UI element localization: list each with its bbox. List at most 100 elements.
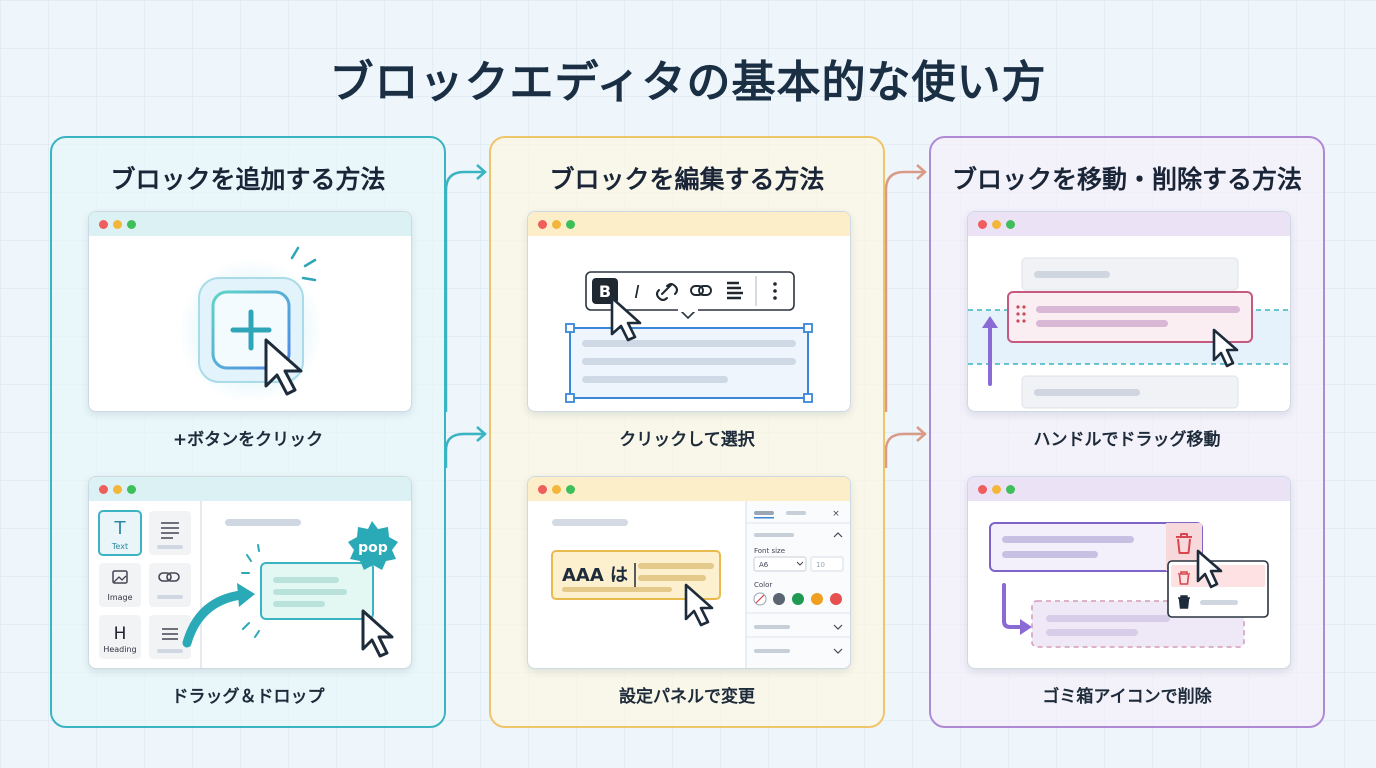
heading-tile-label: Heading	[103, 645, 136, 654]
panel-title-edit: ブロックを編集する方法	[549, 165, 825, 194]
select-block-window: B I	[527, 211, 851, 412]
connector-arrow-2	[444, 426, 487, 468]
caption-settings-panel: 設定パネルで変更	[619, 687, 755, 707]
link-icon[interactable]	[656, 283, 678, 301]
panel-move-delete-block: ブロックを移動・削除する方法	[929, 136, 1325, 728]
chevron-up-icon	[833, 532, 843, 538]
caption-trash-delete: ゴミ箱アイコンで削除	[1042, 687, 1212, 707]
drag-drop-window: T Text Image	[88, 476, 412, 669]
caption-drag-drop: ドラッグ＆ドロップ	[171, 687, 325, 707]
link-icon	[158, 572, 180, 582]
svg-text:I: I	[634, 282, 639, 303]
chevron-down-icon	[796, 561, 804, 566]
image-icon	[112, 570, 128, 584]
close-dot-icon	[99, 485, 108, 494]
delete-menu	[1167, 560, 1269, 618]
svg-text:10: 10	[816, 561, 825, 569]
tab-block[interactable]	[754, 511, 774, 515]
maximize-dot-icon	[127, 220, 136, 229]
window-titlebar	[89, 212, 411, 236]
minimize-dot-icon	[992, 485, 1001, 494]
block-tile-heading[interactable]: H Heading	[99, 615, 141, 659]
chevron-down-icon	[833, 624, 843, 630]
trash-icon[interactable]	[1176, 533, 1192, 554]
window-titlebar	[968, 212, 1290, 236]
move-illustration	[968, 257, 1290, 409]
svg-text:A6: A6	[759, 561, 769, 569]
svg-text:AAA は: AAA は	[562, 565, 628, 586]
maximize-dot-icon	[1006, 485, 1015, 494]
unlink-chain-icon[interactable]	[690, 285, 712, 296]
block-to-delete[interactable]	[989, 522, 1203, 572]
delete-illustration	[989, 522, 1269, 648]
select-illustration: B I	[565, 271, 813, 403]
minimize-dot-icon	[113, 485, 122, 494]
cursor-icon	[684, 583, 714, 627]
image-tile-label: Image	[107, 593, 132, 602]
block-tile-list[interactable]	[149, 615, 191, 659]
cursor-icon	[1196, 549, 1223, 589]
block-tile-paragraph[interactable]	[149, 511, 191, 555]
text-tile-label: Text	[111, 542, 128, 551]
color-swatch[interactable]	[773, 593, 785, 605]
connector-arrow-1	[444, 164, 487, 412]
block-tile-text[interactable]: T Text	[98, 510, 142, 556]
add-illustration	[179, 246, 323, 403]
panel-add-block: ブロックを追加する方法	[50, 136, 446, 728]
font-size-stepper[interactable]: 10	[810, 556, 844, 572]
minimize-dot-icon	[113, 220, 122, 229]
cursor-icon	[361, 609, 394, 658]
drag-drop-illustration: T Text Image	[98, 501, 398, 668]
heading-tile-icon: H	[114, 624, 127, 644]
editing-text-block[interactable]: AAA は	[551, 550, 721, 600]
minimize-dot-icon	[552, 220, 561, 229]
window-titlebar	[89, 477, 411, 501]
panel-edit-block: ブロックを編集する方法	[489, 136, 885, 728]
pop-badge: pop	[348, 521, 398, 570]
page-title: ブロックエディタの基本的な使い方	[329, 57, 1047, 108]
settings-illustration: AAA は × Font	[551, 501, 850, 668]
block-tile-link[interactable]	[149, 563, 191, 607]
font-size-label: Font size	[754, 547, 785, 555]
panel-title-move: ブロックを移動・削除する方法	[951, 165, 1302, 194]
close-dot-icon	[538, 485, 547, 494]
cursor-icon	[1212, 328, 1239, 368]
connector-arrow-4	[884, 426, 927, 468]
block-tile-image[interactable]: Image	[99, 563, 141, 607]
color-swatch[interactable]	[811, 593, 823, 605]
panel-title-add: ブロックを追加する方法	[110, 165, 386, 194]
color-label: Color	[754, 581, 772, 589]
maximize-dot-icon	[566, 220, 575, 229]
caption-click-plus: +ボタンをクリック	[172, 430, 324, 450]
block-toolbar: B I	[585, 271, 795, 320]
connector-arrow-3	[884, 164, 927, 412]
minimize-dot-icon	[992, 220, 1001, 229]
tab-document[interactable]	[786, 511, 806, 515]
cursor-icon	[264, 338, 303, 396]
more-options-icon[interactable]	[773, 282, 777, 300]
drag-arrow-icon	[182, 590, 246, 648]
dragged-block[interactable]	[1007, 291, 1253, 343]
maximize-dot-icon	[127, 485, 136, 494]
close-dot-icon	[99, 220, 108, 229]
no-color-slash	[755, 594, 765, 604]
drag-handle-window	[967, 211, 1291, 412]
svg-text:B: B	[599, 282, 611, 301]
close-dot-icon	[978, 220, 987, 229]
color-swatch[interactable]	[792, 593, 804, 605]
color-swatches	[753, 592, 842, 606]
color-swatch[interactable]	[830, 593, 842, 605]
font-size-select[interactable]: A6	[753, 556, 807, 572]
drag-handle-icon[interactable]	[1016, 305, 1026, 323]
close-dot-icon	[538, 220, 547, 229]
align-icon[interactable]	[727, 281, 743, 300]
caption-drag-move: ハンドルでドラッグ移動	[1033, 430, 1221, 450]
close-icon: ×	[832, 509, 840, 519]
menu-item-delete[interactable]	[1178, 595, 1238, 609]
maximize-dot-icon	[1006, 220, 1015, 229]
close-dot-icon	[978, 485, 987, 494]
menu-item-delete-red[interactable]	[1171, 565, 1265, 587]
maximize-dot-icon	[566, 485, 575, 494]
text-tile-icon: T	[114, 518, 127, 539]
italic-button[interactable]: I	[634, 282, 639, 303]
